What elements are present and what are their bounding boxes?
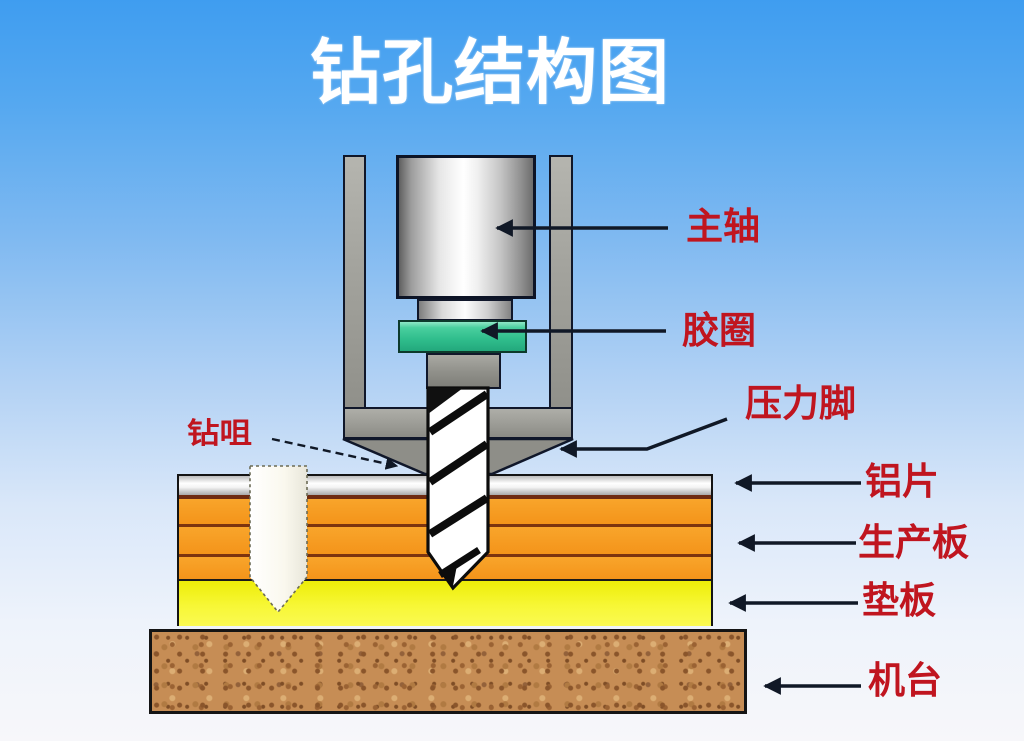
pressure-foot-left-arm [343, 155, 366, 409]
production-board-layer-1 [179, 499, 711, 524]
pressure-foot-crossbar [343, 407, 573, 439]
label-drill-bit: 钻咀 [187, 416, 252, 450]
label-pressure-foot: 压力脚 [745, 382, 856, 425]
diagram-title: 钻孔结构图 [309, 31, 670, 114]
spindle-neck [417, 299, 513, 320]
pressure-foot-right-arm [549, 155, 573, 409]
production-board-layer-2 [179, 527, 711, 554]
label-rubber-ring: 胶圈 [682, 309, 756, 352]
label-aluminum-sheet: 铝片 [865, 460, 939, 503]
spindle-cylinder [396, 155, 536, 299]
label-production-board: 生产板 [858, 521, 969, 564]
rubber-ring-part [398, 320, 527, 353]
drill-chuck [426, 353, 501, 389]
label-machine-table: 机台 [868, 659, 942, 702]
machine-table-block [149, 629, 747, 714]
label-spindle: 主轴 [686, 205, 760, 248]
backing-board-layer [179, 581, 711, 626]
aluminum-sheet-layer [179, 476, 711, 495]
pressure-foot-tip [342, 437, 574, 476]
board-stack [177, 474, 713, 626]
label-backing-board: 垫板 [862, 579, 936, 622]
pressure-foot-arrow [559, 417, 728, 458]
drill-bit-arrow [271, 437, 399, 470]
production-board-layer-3 [179, 557, 711, 579]
